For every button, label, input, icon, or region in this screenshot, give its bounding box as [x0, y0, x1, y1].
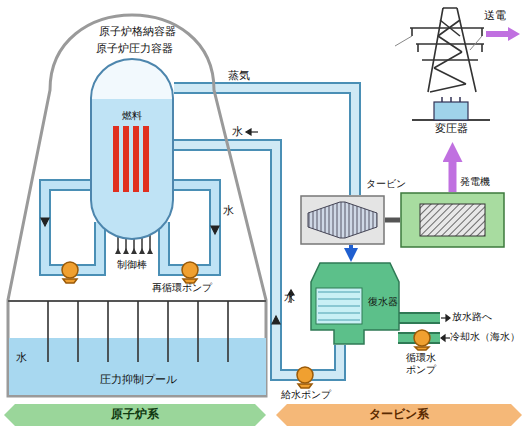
part-label: 循環水ポンプ: [404, 352, 438, 375]
cooling-tube: [318, 292, 360, 293]
drawing-part: [414, 330, 430, 346]
connector: [452, 142, 453, 192]
node-label: タービン: [366, 178, 418, 190]
generator-casing: [401, 193, 504, 247]
vent-pipe: [107, 301, 109, 362]
system-band: 原子炉系: [4, 404, 266, 426]
drawing-part: [398, 314, 440, 322]
transformer-body: [434, 102, 468, 120]
vent-pipe: [137, 301, 139, 362]
edge-label: 蒸気: [228, 70, 268, 83]
node-label: 圧力抑制プール: [48, 374, 228, 387]
turbine-casing: [301, 196, 384, 244]
drawing-part: [441, 335, 445, 341]
drawing-part: [428, 8, 476, 92]
condenser-shell: [311, 263, 399, 344]
fuel-assembly: 燃料: [110, 110, 154, 194]
turbine-drawing: [300, 195, 385, 245]
part-label: 送電: [484, 10, 516, 23]
vent-pipe: [227, 301, 229, 362]
transformer: 変圧器: [412, 94, 490, 142]
band-shape: [4, 404, 266, 426]
drawing-part: [508, 27, 520, 41]
shaft: [385, 218, 400, 223]
bushing: [442, 97, 460, 102]
drawing-part: [446, 315, 450, 321]
drawing-part: [398, 312, 440, 324]
drawing-part: [62, 262, 78, 278]
drawing-part: [115, 248, 153, 254]
node-label: 燃料: [110, 110, 154, 122]
band-shape: [276, 404, 522, 426]
drawing-part: [297, 367, 313, 383]
power-arrow: [449, 154, 457, 192]
flow-arrow: [441, 315, 450, 341]
part-label: 冷却水（海水）: [450, 331, 524, 343]
vent-pipe: [77, 301, 79, 362]
part-label: 制御棒: [106, 259, 158, 271]
pressure-vessel: 原子炉圧力容器燃料: [90, 58, 174, 240]
generator-drawing: [400, 192, 505, 248]
part-label: 再循環ポンプ: [142, 282, 222, 294]
connector: [351, 245, 352, 262]
arrow-head: [452, 142, 453, 154]
node-label: 発電機: [460, 176, 505, 188]
containment-vessel: 原子炉格納容器原子炉圧力容器燃料水圧力抑制プール: [6, 6, 268, 398]
generator-rotor: [420, 204, 485, 236]
drawing-part: [182, 262, 198, 278]
node-label: 原子炉圧力容器: [62, 43, 206, 56]
containment-outline: [8, 15, 266, 396]
vent-pipe: [47, 301, 49, 362]
vent-pipe: [167, 301, 169, 362]
drawing-part: [246, 129, 251, 135]
cooling-tube: [318, 320, 360, 321]
node-label: 変圧器: [412, 123, 490, 136]
generator: 発電機: [400, 192, 505, 248]
drawing-part: [272, 316, 280, 324]
tube-bundle: [316, 288, 362, 324]
turbine: タービン: [300, 195, 385, 245]
fuel-rods: [113, 126, 151, 192]
flow-arrow: [349, 245, 353, 254]
node-label: 原子炉系: [4, 408, 266, 422]
part-label: 放水路へ: [452, 311, 512, 323]
cooling-tube: [318, 313, 360, 314]
part-label: 水: [232, 126, 246, 139]
cooling-tube: [318, 306, 360, 307]
edge-label: 水: [284, 292, 324, 305]
node-label: 復水器: [366, 296, 399, 308]
drawing-part: [41, 218, 49, 226]
drawing-part: [395, 36, 482, 50]
node-label: 原子炉格納容器: [66, 26, 208, 39]
drawing-part: [430, 20, 466, 92]
drawing-part: [486, 31, 510, 37]
arrow-head: [351, 254, 352, 262]
node-label: タービン系: [276, 408, 522, 422]
cooling-tube: [318, 299, 360, 300]
drawing-part: [410, 28, 484, 60]
system-band: タービン系: [276, 404, 522, 426]
transmission-arrow: [486, 27, 520, 41]
connector: [385, 220, 400, 221]
vent-pipe: [197, 301, 199, 362]
suppression-pool: 水圧力抑制プール: [8, 300, 266, 396]
transmission-tower: [395, 8, 484, 92]
condenser: 復水器: [310, 262, 400, 345]
part-label: 給水ポンプ: [275, 389, 337, 401]
drawing-part: [211, 226, 219, 234]
node-label: 水: [16, 352, 32, 365]
turbine-rotor: [308, 202, 377, 238]
part-label: 水: [223, 205, 237, 218]
